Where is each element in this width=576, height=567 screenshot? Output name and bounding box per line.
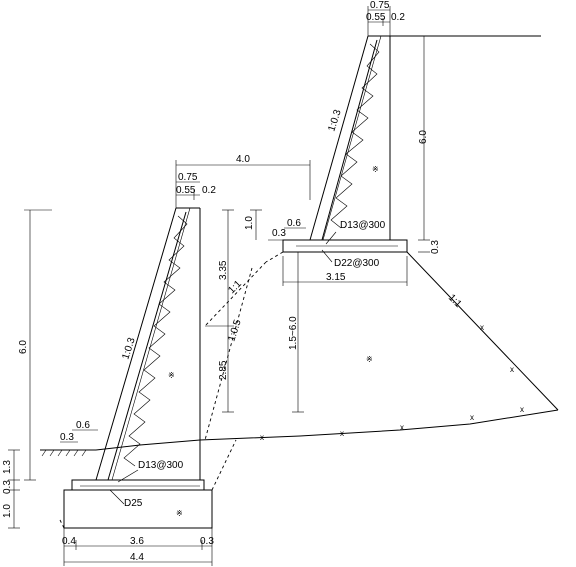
base-mid-label: 3.6 xyxy=(130,536,144,547)
upper-wall xyxy=(309,35,541,241)
dimension-labels: 0.75 0.55 0.2 6.0 1:0.3 0.3 0.6 D13@300 … xyxy=(2,0,464,563)
svg-text:x: x xyxy=(480,323,484,332)
mid-gap-label: 4.0 xyxy=(236,154,250,165)
dimension-lines xyxy=(8,6,430,566)
slope-11-mid-label: 1:1 xyxy=(226,278,244,296)
lower-rebar-bottom-label: D25 xyxy=(124,498,143,509)
height-285-label: 2.85 xyxy=(218,360,229,380)
height-335-label: 3.35 xyxy=(218,260,229,280)
top-crest-wall-label: 0.55 xyxy=(366,12,386,23)
upper-rebar-bottom-label: D22@300 xyxy=(334,258,380,269)
base-left-label: 0.4 xyxy=(62,536,76,547)
svg-text:x: x xyxy=(400,423,404,432)
embed-03-label: 0.3 xyxy=(2,480,13,494)
upper-step-label: 0.3 xyxy=(272,228,286,239)
lower-excavation-dash xyxy=(211,439,237,491)
lower-excavation-left xyxy=(59,519,65,529)
svg-text:x: x xyxy=(470,413,474,422)
footing-height-label: 1.0 xyxy=(2,504,13,518)
ground-line xyxy=(95,409,559,451)
svg-text:※: ※ xyxy=(176,509,183,518)
lower-step-label: 0.3 xyxy=(60,432,74,443)
upper-embankment-line xyxy=(406,251,559,411)
lower-rebar-top-label: D13@300 xyxy=(138,460,184,471)
slope-105-label: 1:0.5 xyxy=(226,318,243,343)
svg-text:x: x xyxy=(340,429,344,438)
lower-wall-slope-label: 1:0.3 xyxy=(120,336,137,361)
range-15-60-label: 1.5~6.0 xyxy=(288,316,299,350)
svg-text:※: ※ xyxy=(366,355,373,364)
svg-text:x: x xyxy=(520,405,524,414)
svg-text:x: x xyxy=(260,433,264,442)
lower-crest-wall-label: 0.55 xyxy=(176,185,196,196)
embed-13-label: 1.3 xyxy=(2,460,13,474)
lower-wall-height-label: 6.0 xyxy=(18,340,29,354)
top-crest-total-label: 0.75 xyxy=(370,0,390,11)
soil-markers: ※ ※ ※ ※ x x x x x x x xyxy=(168,165,524,518)
upper-cut-slope xyxy=(204,261,267,327)
upper-footing-height-label: 0.3 xyxy=(430,240,441,254)
svg-text:x: x xyxy=(510,365,514,374)
lower-footing xyxy=(63,479,213,529)
upper-footing-width-label: 3.15 xyxy=(326,272,346,283)
upper-toe-label: 0.6 xyxy=(287,218,301,229)
upper-footing xyxy=(282,239,408,253)
upper-wall-height-label: 6.0 xyxy=(418,130,429,144)
svg-text:※: ※ xyxy=(372,165,379,174)
top-crest-gap-label: 0.2 xyxy=(391,12,405,23)
upper-cut-height-label: 1.0 xyxy=(244,216,255,230)
mid-cut-slope xyxy=(204,267,253,441)
lower-wall xyxy=(95,207,201,481)
base-total-label: 4.4 xyxy=(130,552,144,563)
svg-text:※: ※ xyxy=(168,371,175,380)
lower-crest-total-label: 0.75 xyxy=(178,172,198,183)
ground-hatch xyxy=(41,449,87,457)
upper-rebar-top-label: D13@300 xyxy=(340,220,386,231)
lower-toe-label: 0.6 xyxy=(76,420,90,431)
base-right-label: 0.3 xyxy=(200,536,214,547)
lower-crest-gap-label: 0.2 xyxy=(202,185,216,196)
upper-cut-dash xyxy=(265,251,284,263)
